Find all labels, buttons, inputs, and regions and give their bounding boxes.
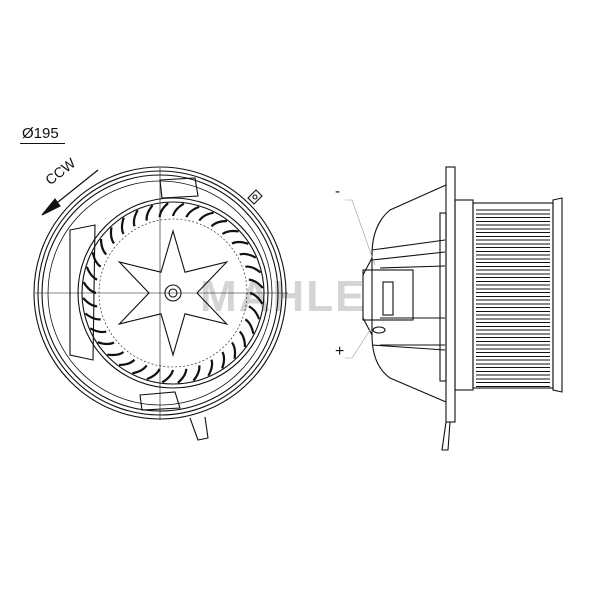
wheel-fin	[476, 337, 550, 342]
fan-blade	[161, 369, 175, 384]
fan-blade	[120, 217, 125, 235]
fan-blade	[109, 227, 115, 245]
fan-blades	[82, 202, 264, 384]
fan-blade	[210, 219, 228, 228]
wheel-fin	[476, 367, 550, 372]
wheel-fin	[476, 232, 550, 237]
motor-housing	[371, 184, 447, 403]
fan-blade	[245, 265, 262, 274]
wheel-fin	[476, 314, 550, 320]
fan-blade	[177, 368, 188, 384]
wheel-ring	[77, 197, 269, 389]
wheel-fin	[476, 224, 550, 230]
fan-blade	[221, 229, 239, 235]
fan-blade	[185, 205, 200, 218]
mount-flange	[445, 166, 456, 423]
wheel-fin	[476, 292, 550, 297]
front-view	[33, 166, 288, 441]
wheel-fin	[476, 277, 550, 282]
fan-blade	[207, 359, 214, 377]
side-view	[345, 166, 563, 451]
fan-blade	[248, 305, 261, 320]
fan-blade	[231, 341, 237, 359]
fan-blade	[238, 330, 247, 348]
wheel-fin	[476, 352, 550, 357]
wheel-fin	[476, 269, 550, 275]
wheel-fin	[476, 307, 550, 312]
terminal-negative-label: -	[335, 183, 340, 200]
wheel-fin	[476, 239, 550, 245]
wheel-fin	[476, 374, 550, 380]
wheel-fin	[476, 284, 550, 290]
rotation-arrow-head	[41, 198, 61, 216]
wheel-fin	[476, 209, 550, 215]
fan-blade	[132, 209, 139, 227]
housing-pocket	[69, 224, 96, 361]
fan-blade	[248, 278, 264, 289]
fan-blade	[89, 327, 107, 334]
fan-blade	[118, 358, 136, 367]
fan-blade	[82, 281, 97, 295]
connector	[362, 269, 414, 321]
fan-blade	[198, 211, 214, 222]
wheel-fin	[476, 254, 550, 260]
fan-blade	[99, 238, 108, 256]
fan-blade	[244, 318, 255, 334]
fan-blade	[132, 364, 148, 375]
fan-blade	[82, 297, 98, 308]
wheel-fin	[476, 217, 550, 222]
wheel-end-ring	[552, 197, 563, 393]
fan-blade	[192, 365, 201, 382]
fan-blade	[145, 204, 154, 221]
wheel-fin	[476, 247, 550, 252]
terminal-positive-label: +	[335, 343, 345, 360]
hub	[164, 284, 182, 302]
fan-blade	[107, 351, 125, 357]
wheel-fin	[476, 344, 550, 350]
wheel-fin	[476, 359, 550, 365]
fan-blade	[158, 202, 169, 218]
wheel-fin	[476, 262, 550, 267]
fan-blade	[231, 240, 249, 245]
fan-blade	[239, 252, 257, 259]
fan-blade	[84, 312, 101, 321]
fan-blade	[85, 266, 98, 281]
hub-star	[117, 229, 229, 357]
wheel-fin	[476, 322, 550, 327]
fan-blade	[221, 351, 226, 369]
mount-tab	[247, 189, 263, 205]
wheel-fins	[476, 209, 550, 387]
fan-blade	[146, 368, 161, 381]
fan-blade	[97, 341, 115, 346]
fan-blade	[249, 291, 264, 305]
wheel-fin	[476, 382, 550, 387]
wheel-fin	[476, 299, 550, 305]
fan-blade	[91, 252, 102, 268]
diameter-label: Ø195	[20, 125, 65, 144]
fan-blade	[171, 202, 185, 217]
connector-lug	[189, 416, 209, 441]
wheel-fin	[476, 329, 550, 335]
